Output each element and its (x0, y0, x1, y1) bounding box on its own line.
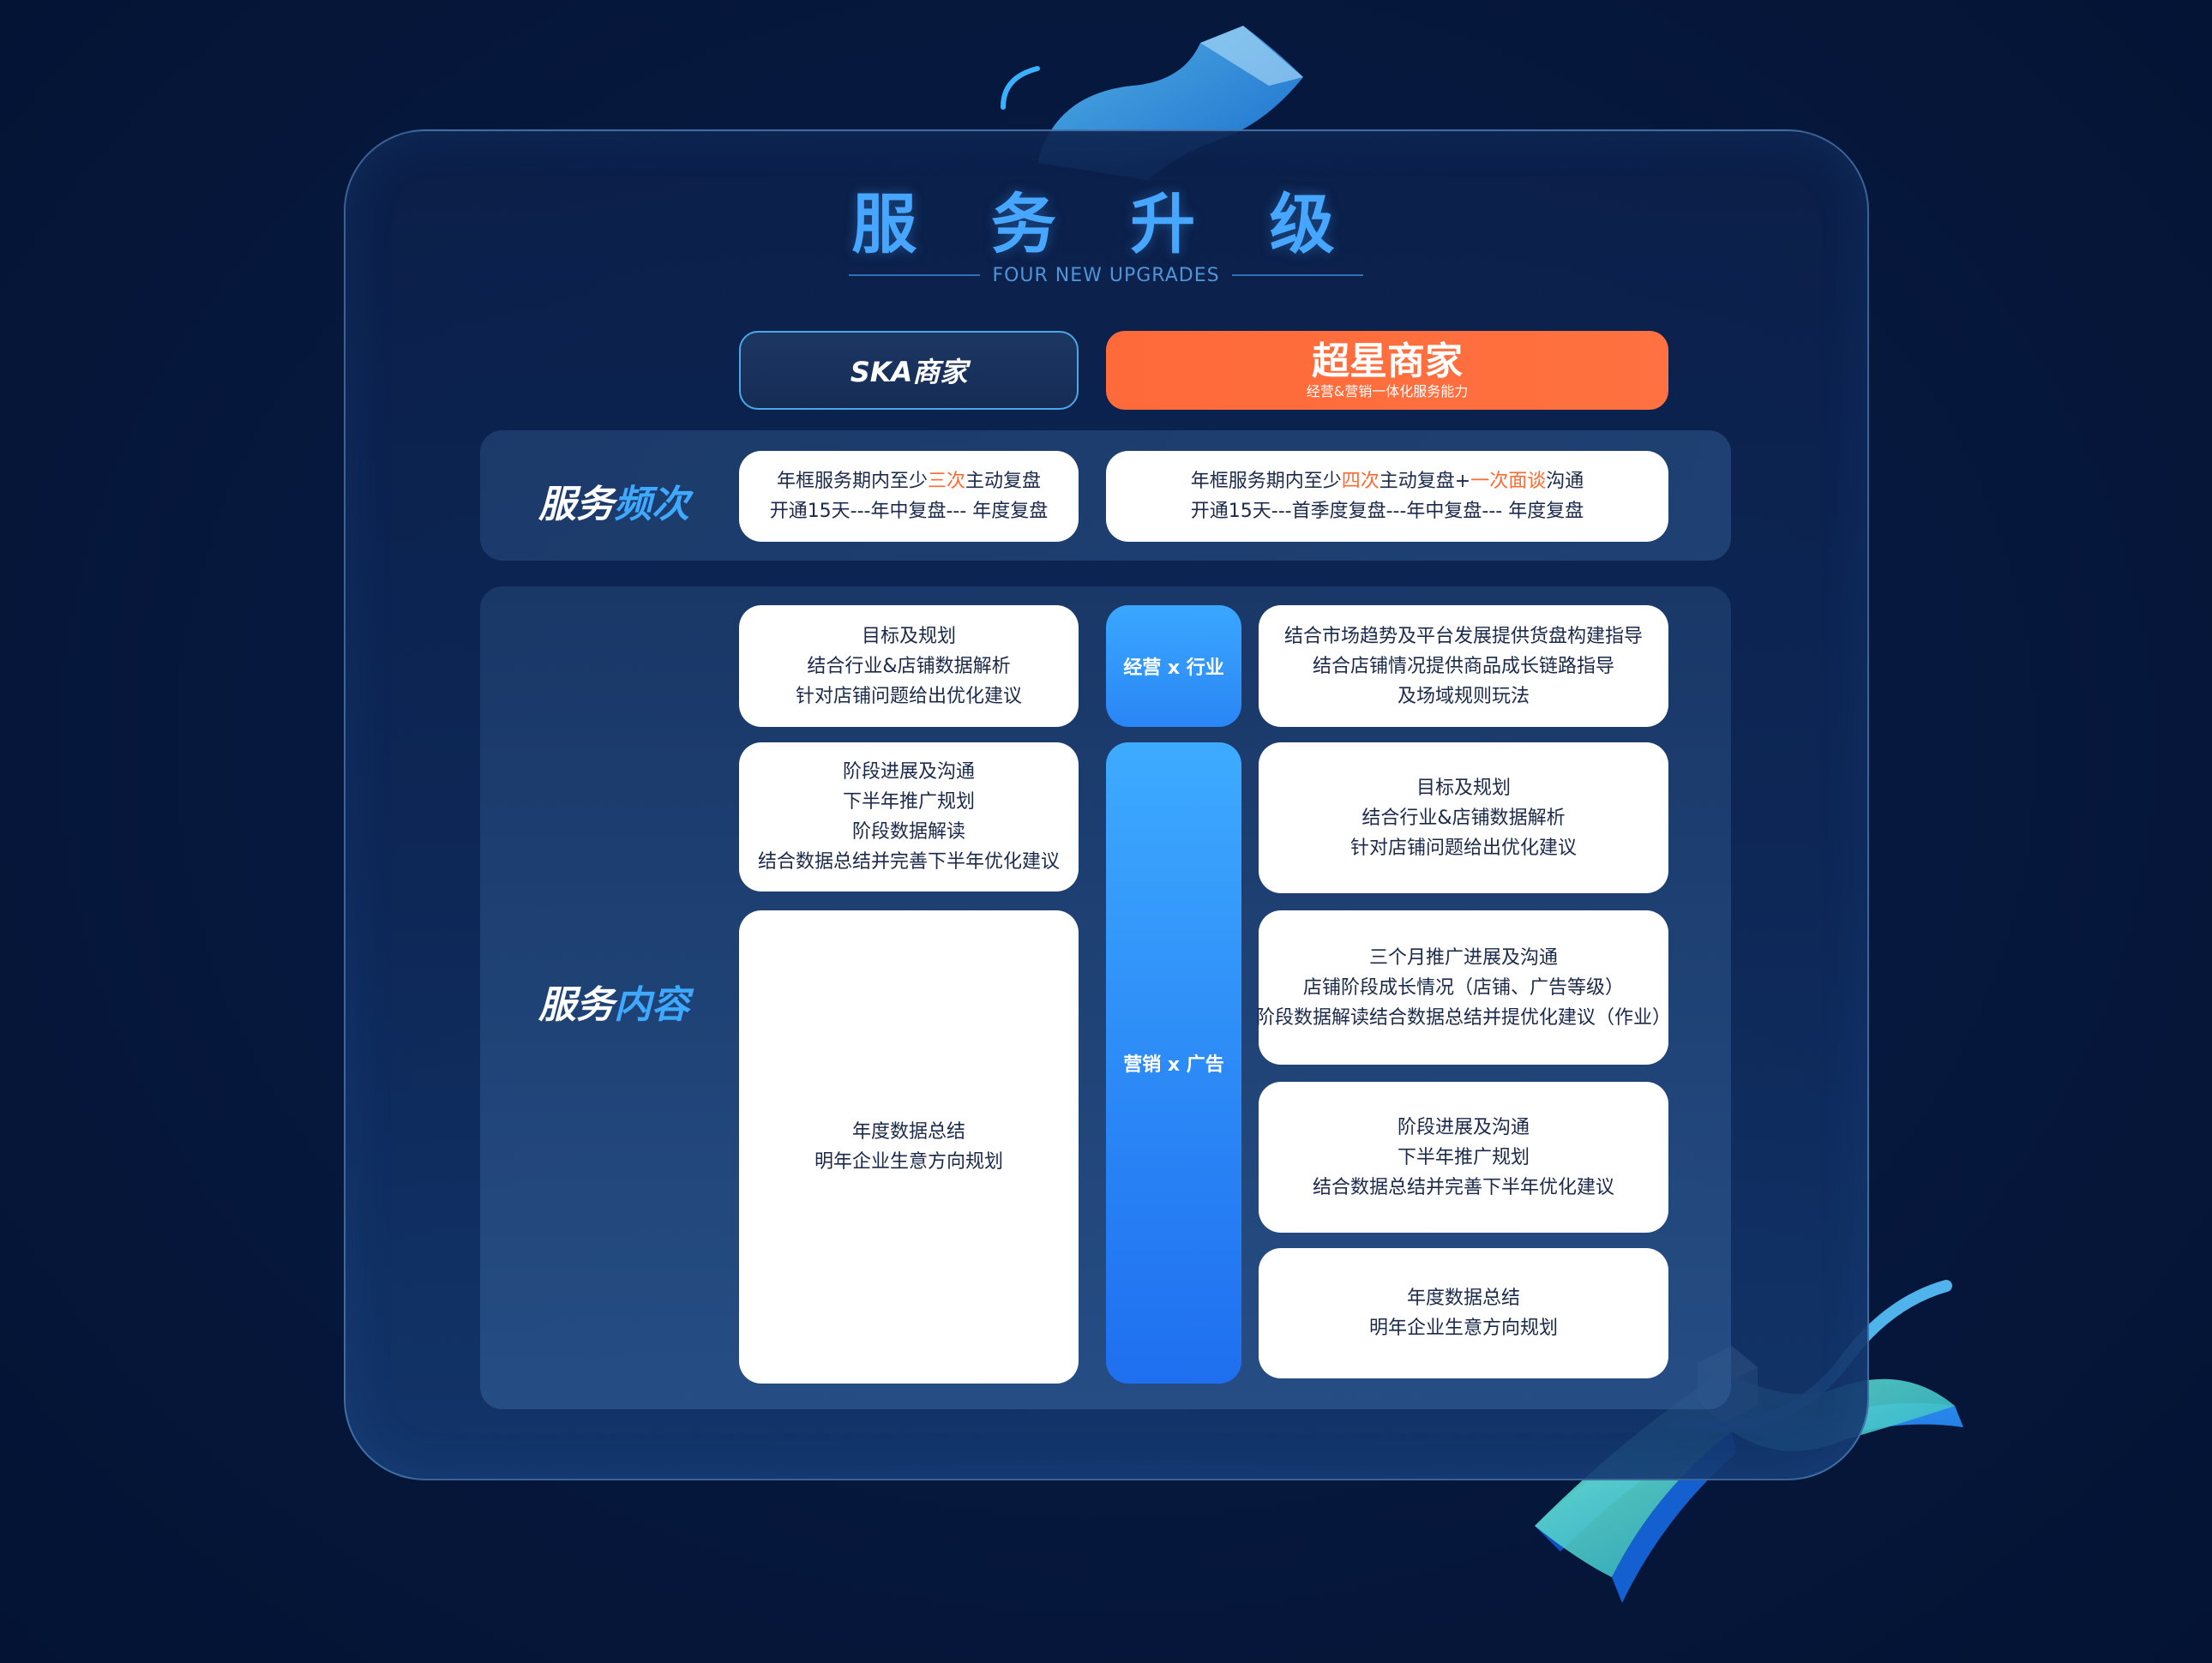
freq-super-line1-highlight2: 一次面谈 (1470, 471, 1547, 492)
freq-super-line1-highlight: 四次 (1341, 471, 1379, 492)
freq-super-line1-pre: 年框服务期内至少 (1190, 471, 1342, 492)
card-line: 店铺阶段成长情况（店铺、广告等级） (1302, 976, 1624, 999)
super-card-2: 目标及规划 结合行业&店铺数据解析 针对店铺问题给出优化建议 (1259, 742, 1668, 893)
card-line: 目标及规划 (861, 625, 956, 647)
card-line: 下半年推广规划 (1397, 1146, 1530, 1168)
row-label-content-b: 内容 (614, 983, 689, 1027)
ska-card-3: 年度数据总结 明年企业生意方向规划 (739, 910, 1079, 1384)
column-header-super-title: 超星商家 (1312, 339, 1463, 383)
card-line: 明年企业生意方向规划 (814, 1151, 1003, 1173)
page-title: 服 务 升 级 (851, 186, 1361, 262)
card-line: 结合市场趋势及平台发展提供货盘构建指导 (1283, 625, 1643, 647)
card-line: 三个月推广进展及沟通 (1368, 946, 1558, 969)
freq-ska-line1-highlight: 三次 (927, 471, 965, 492)
super-card-5: 年度数据总结 明年企业生意方向规划 (1259, 1248, 1668, 1378)
column-header-super-subtitle: 经营&营销一体化服务能力 (1306, 383, 1469, 399)
card-line: 针对店铺问题给出优化建议 (795, 685, 1022, 707)
card-line: 年度数据总结 (851, 1121, 965, 1143)
freq-card-ska: 年框服务期内至少三次主动复盘 开通15天---年中复盘--- 年度复盘 (739, 451, 1079, 542)
column-header-ska: SKA商家 (739, 331, 1079, 410)
card-line: 目标及规划 (1416, 777, 1511, 799)
freq-super-line2: 开通15天---首季度复盘---年中复盘--- 年度复盘 (1190, 501, 1584, 522)
tag-marketing-advertising: 营销 x 广告 (1106, 742, 1241, 1384)
card-line: 阶段数据解读结合数据总结并提优化建议（作业） (1256, 1006, 1672, 1029)
subtitle-divider-left (849, 274, 981, 276)
card-line: 明年企业生意方向规划 (1368, 1318, 1558, 1339)
tag-operations-industry: 经营 x 行业 (1106, 605, 1241, 727)
subtitle-divider-right (1231, 274, 1363, 276)
ska-card-2: 阶段进展及沟通 下半年推广规划 阶段数据解读 结合数据总结并完善下半年优化建议 (739, 742, 1079, 892)
freq-card-super: 年框服务期内至少四次主动复盘+一次面谈沟通 开通15天---首季度复盘---年中… (1106, 451, 1668, 542)
card-line: 结合店铺情况提供商品成长链路指导 (1312, 655, 1614, 677)
card-line: 阶段进展及沟通 (842, 761, 975, 783)
column-header-super: 超星商家 经营&营销一体化服务能力 (1106, 331, 1668, 410)
freq-super-line1-mid: 主动复盘+ (1379, 471, 1471, 492)
freq-ska-line1-pre: 年框服务期内至少 (776, 471, 928, 492)
card-line: 及场域规则玩法 (1397, 685, 1530, 707)
freq-ska-line1: 年框服务期内至少三次主动复盘 (777, 466, 1041, 496)
freq-super-line1-post: 沟通 (1546, 471, 1584, 492)
row-label-frequency: 服务频次 (538, 473, 689, 528)
ska-card-1: 目标及规划 结合行业&店铺数据解析 针对店铺问题给出优化建议 (739, 605, 1079, 727)
row-label-content: 服务内容 (538, 974, 689, 1029)
freq-super-line1: 年框服务期内至少四次主动复盘+一次面谈沟通 (1191, 466, 1584, 496)
card-line: 结合行业&店铺数据解析 (807, 655, 1011, 677)
row-label-content-a: 服务 (538, 983, 614, 1027)
row-label-frequency-b: 频次 (614, 483, 689, 526)
card-line: 下半年推广规划 (842, 791, 975, 813)
freq-ska-line1-post: 主动复盘 (965, 471, 1042, 492)
super-card-4: 阶段进展及沟通 下半年推广规划 结合数据总结并完善下半年优化建议 (1259, 1082, 1668, 1233)
freq-ska-line2: 开通15天---年中复盘--- 年度复盘 (769, 501, 1049, 522)
card-line: 结合行业&店铺数据解析 (1361, 807, 1566, 829)
super-card-3: 三个月推广进展及沟通 店铺阶段成长情况（店铺、广告等级） 阶段数据解读结合数据总… (1256, 910, 1672, 1065)
super-card-1: 结合市场趋势及平台发展提供货盘构建指导 结合店铺情况提供商品成长链路指导 及场域… (1259, 605, 1668, 727)
card-line: 阶段数据解读 (851, 821, 965, 843)
card-line: 阶段进展及沟通 (1397, 1116, 1530, 1138)
card-line: 结合数据总结并完善下半年优化建议 (757, 851, 1060, 873)
card-line: 年度数据总结 (1406, 1288, 1520, 1309)
card-line: 针对店铺问题给出优化建议 (1349, 837, 1577, 859)
card-line: 结合数据总结并完善下半年优化建议 (1312, 1176, 1614, 1198)
row-label-frequency-a: 服务 (538, 483, 614, 526)
subtitle-row: FOUR NEW UPGRADES (849, 262, 1363, 288)
page-subtitle: FOUR NEW UPGRADES (992, 264, 1220, 286)
